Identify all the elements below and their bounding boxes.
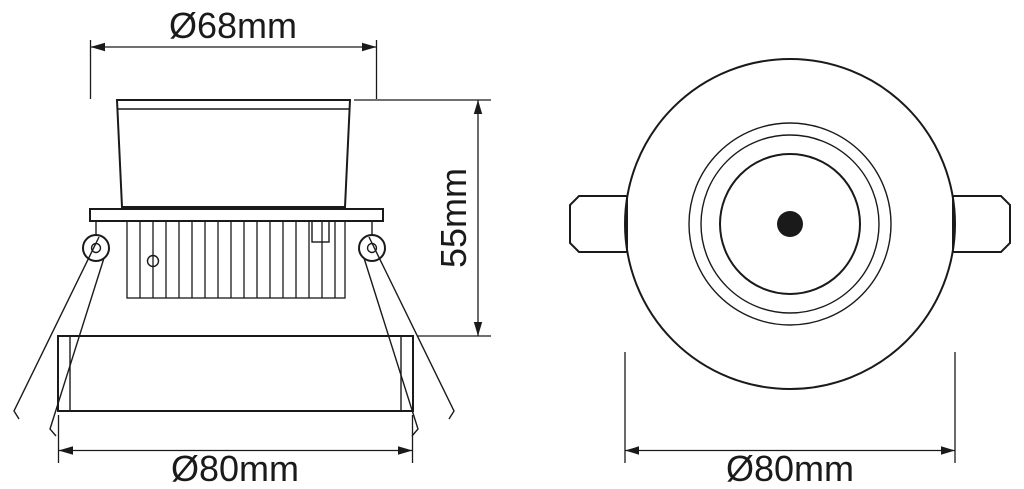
mounting-tab-right — [952, 195, 1011, 253]
front-view-drawing: Ø80mm — [569, 58, 1011, 489]
spring-clip-right — [358, 221, 455, 437]
dim-label-bottom-diameter: Ø80mm — [171, 448, 299, 489]
dim-label-height: 55mm — [433, 168, 474, 268]
screw — [146, 254, 160, 268]
trim-ring — [57, 335, 414, 412]
dim-bottom-diameter: Ø80mm — [57, 415, 414, 489]
led-center-dot — [777, 211, 803, 237]
spring-bracket — [311, 220, 330, 243]
dim-label-front-diameter: Ø80mm — [726, 448, 854, 489]
mounting-plate — [89, 208, 384, 222]
side-view-drawing: Ø68mm 55mm Ø80mm — [13, 5, 491, 489]
dim-height: 55mm — [354, 99, 491, 337]
trim-ring-face — [624, 58, 956, 390]
lamp-body — [115, 99, 352, 208]
dim-front-diameter: Ø80mm — [624, 352, 956, 489]
dim-label-top-diameter: Ø68mm — [169, 5, 297, 46]
spring-clip-left — [13, 221, 110, 437]
mounting-tab-left — [569, 195, 628, 253]
heatsink-fins — [126, 220, 346, 299]
dim-top-diameter: Ø68mm — [89, 5, 378, 99]
